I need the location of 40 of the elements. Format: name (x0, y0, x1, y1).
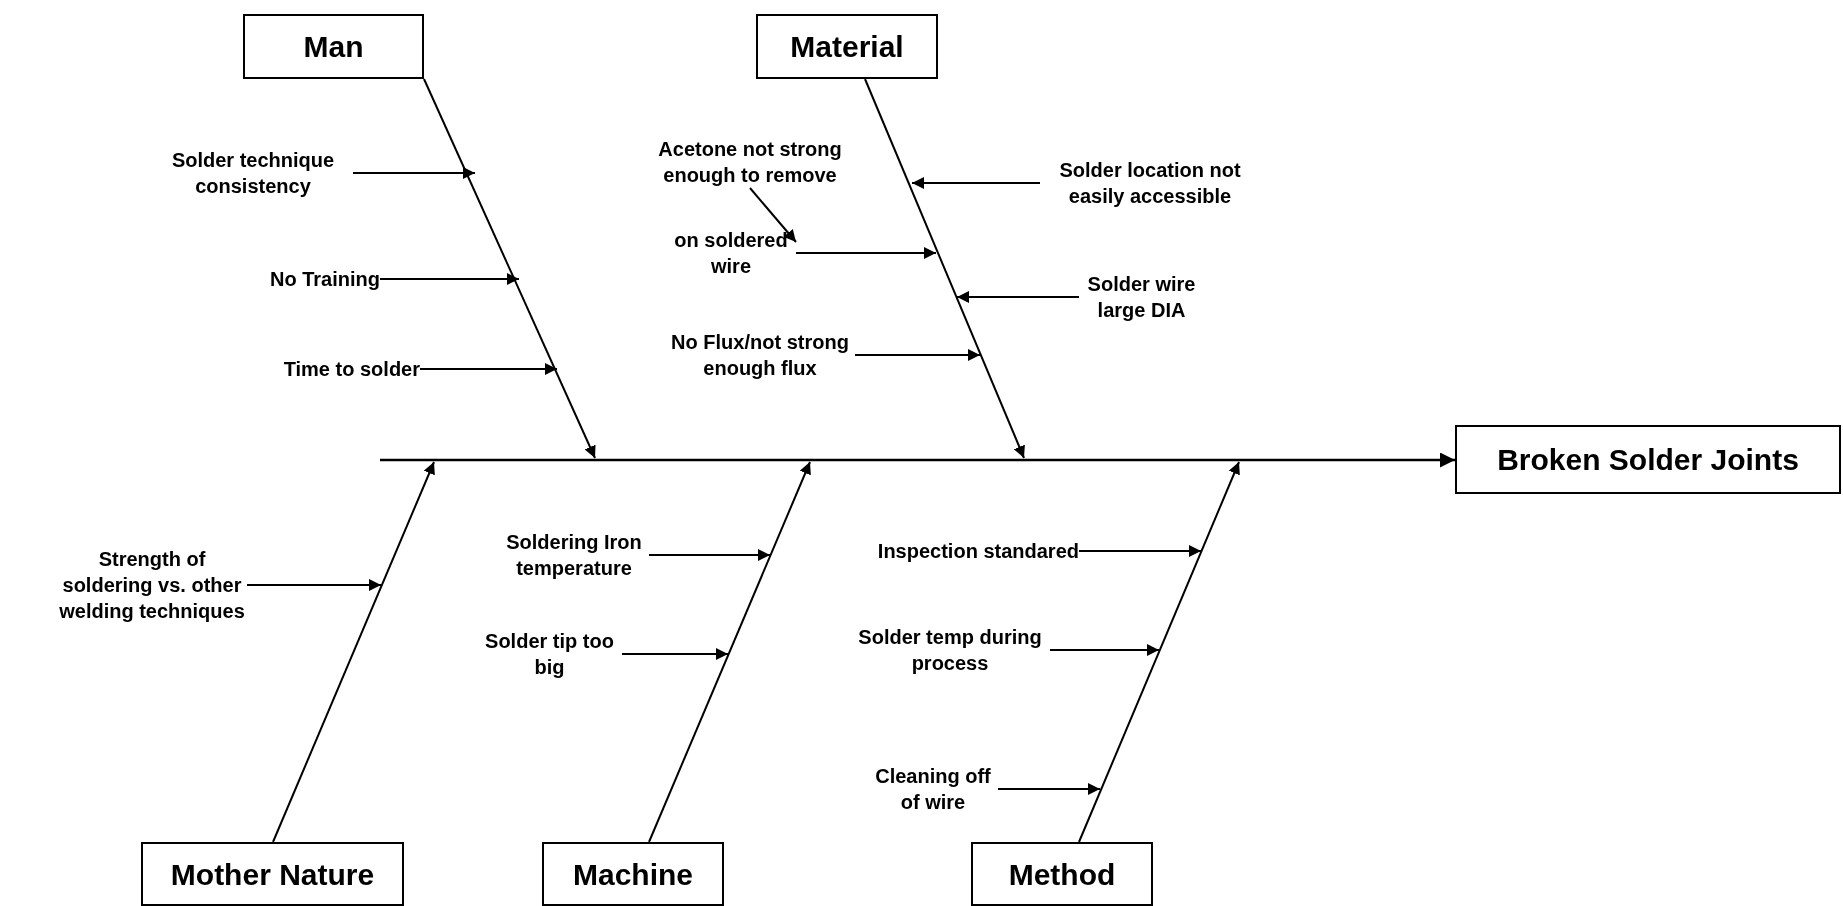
cause-label: Solder location not easily accessible (1040, 157, 1260, 209)
category-box: Machine (542, 842, 724, 906)
arrow (1078, 545, 1202, 557)
cause-label: Solder temp during process (850, 624, 1050, 676)
category-box: Material (756, 14, 938, 79)
cause-label: Acetone not strong enough to remove (655, 136, 845, 188)
cause-label: Time to solder (283, 356, 420, 382)
arrow (621, 648, 729, 660)
cause-label: Strength of soldering vs. other welding techniques (57, 546, 247, 624)
bone-arrow (423, 78, 596, 459)
arrow (749, 187, 797, 243)
arrow (352, 167, 476, 179)
arrow (419, 363, 558, 375)
cause-label: No Flux/not strong enough flux (665, 329, 855, 381)
cause-label: Solder tip too big (477, 628, 622, 680)
arrow (246, 579, 382, 591)
arrow (956, 291, 1080, 303)
category-box: Man (243, 14, 424, 79)
cause-label: No Training (270, 266, 380, 292)
arrow (648, 549, 771, 561)
arrow (795, 247, 937, 259)
cause-label: Solder wire large DIA (1079, 271, 1204, 323)
arrow (854, 349, 981, 361)
arrow (997, 783, 1101, 795)
cause-label: Soldering Iron temperature (499, 529, 649, 581)
arrow (379, 273, 520, 285)
bone-arrow (272, 461, 435, 843)
spine-arrow (380, 452, 1455, 468)
cause-label: on soldered wire (666, 227, 796, 279)
cause-label: Solder technique consistency (153, 147, 353, 199)
arrow (1049, 644, 1160, 656)
bone-arrow (864, 78, 1025, 459)
category-box: Mother Nature (141, 842, 404, 906)
cause-label: Cleaning off of wire (868, 763, 998, 815)
category-box: Method (971, 842, 1153, 906)
bone-arrow (1078, 461, 1240, 843)
bone-arrow (648, 461, 811, 843)
cause-label: Inspection standared (877, 538, 1079, 564)
arrow (911, 177, 1041, 189)
effect-box: Broken Solder Joints (1455, 425, 1841, 494)
